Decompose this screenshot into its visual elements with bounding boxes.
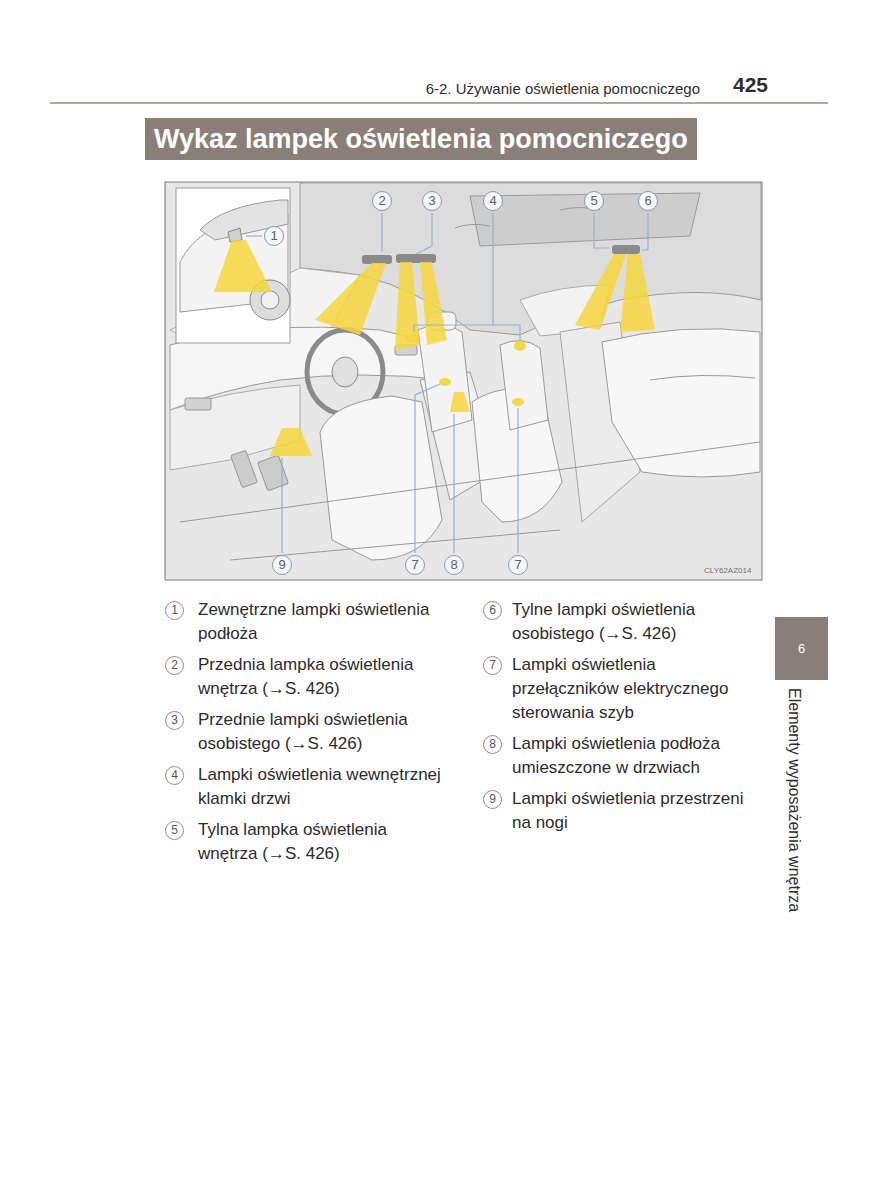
light-beams [270, 245, 655, 456]
item-text: Lampki oświetlenia przełączników elektry… [512, 653, 762, 725]
callout-number: 6 [638, 191, 658, 211]
inset-exterior-view [176, 188, 290, 343]
item-text: Lampki oświetlenia podłoża umieszczone w… [512, 732, 762, 780]
list-item: 8 Lampki oświetlenia podłoża umieszczone … [483, 732, 773, 780]
callout-number: 7 [508, 555, 528, 575]
leader-lines [246, 213, 648, 553]
callout-number: 5 [165, 821, 184, 840]
illustration-frame [165, 182, 762, 580]
list-item: 7 Lampki oświetlenia przełączników elektr… [483, 653, 773, 725]
tab-number: 6 [798, 641, 805, 657]
callout-number: 1 [165, 601, 184, 620]
item-text: Przednie lampki oświetlenia osobistego (… [198, 708, 448, 756]
callout-number: 2 [165, 656, 184, 675]
callout-number: 7 [483, 656, 502, 675]
legend-column: 6 Tylne lampki oświetlenia osobistego (→S… [483, 598, 773, 842]
callout-number: 9 [483, 790, 502, 809]
title-banner: Wykaz lampek oświetlenia pomocniczego [145, 118, 697, 160]
image-code: CLY62AZ014 [704, 566, 751, 576]
item-text: Lampki oświetlenia wewnętrznej klamki dr… [198, 763, 448, 811]
section-tab: 6 [775, 617, 828, 680]
list-item: 5 Tylna lampka oświetlenia wnętrza (→S. 4… [165, 818, 455, 866]
page-number: 425 [733, 73, 768, 97]
callout-number: 1 [264, 226, 284, 246]
callout-number: 9 [272, 555, 292, 575]
list-item: 9 Lampki oświetlenia przestrzeni na nogi [483, 787, 773, 835]
item-text: Tylna lampka oświetlenia wnętrza (→S. 42… [198, 818, 448, 866]
callout-number: 8 [444, 555, 464, 575]
item-text: Lampki oświetlenia przestrzeni na nogi [512, 787, 762, 835]
car-interior [170, 183, 761, 560]
callout-number: 7 [405, 555, 425, 575]
list-item: 6 Tylne lampki oświetlenia osobistego (→S… [483, 598, 773, 646]
header-rule [50, 102, 828, 104]
callout-number: 3 [422, 191, 442, 211]
callout-number: 4 [165, 766, 184, 785]
callout-number: 8 [483, 735, 502, 754]
list-item: 4 Lampki oświetlenia wewnętrznej klamki d… [165, 763, 455, 811]
callout-number: 4 [483, 191, 503, 211]
item-text: Tylne lampki oświetlenia osobistego (→S.… [512, 598, 762, 646]
callout-number: 2 [372, 191, 392, 211]
list-item: 3 Przednie lampki oświetlenia osobistego … [165, 708, 455, 756]
callout-number: 6 [483, 601, 502, 620]
callout-number: 3 [165, 711, 184, 730]
item-text: Przednia lampka oświetlenia wnętrza (→S.… [198, 653, 448, 701]
list-item: 1 Zewnętrzne lampki oświetlenia podłoża [165, 598, 455, 646]
callout-number: 5 [584, 191, 604, 211]
legend-column: 1Zewnętrzne lampki oświetlenia podłoża2P… [165, 598, 455, 873]
section-tab-text: Elementy wyposażenia wnętrza [784, 688, 804, 912]
list-item: 2 Przednia lampka oświetlenia wnętrza (→S… [165, 653, 455, 701]
item-text: Zewnętrzne lampki oświetlenia podłoża [198, 598, 448, 646]
section-header: 6-2. Używanie oświetlenia pomocniczego [426, 79, 700, 99]
